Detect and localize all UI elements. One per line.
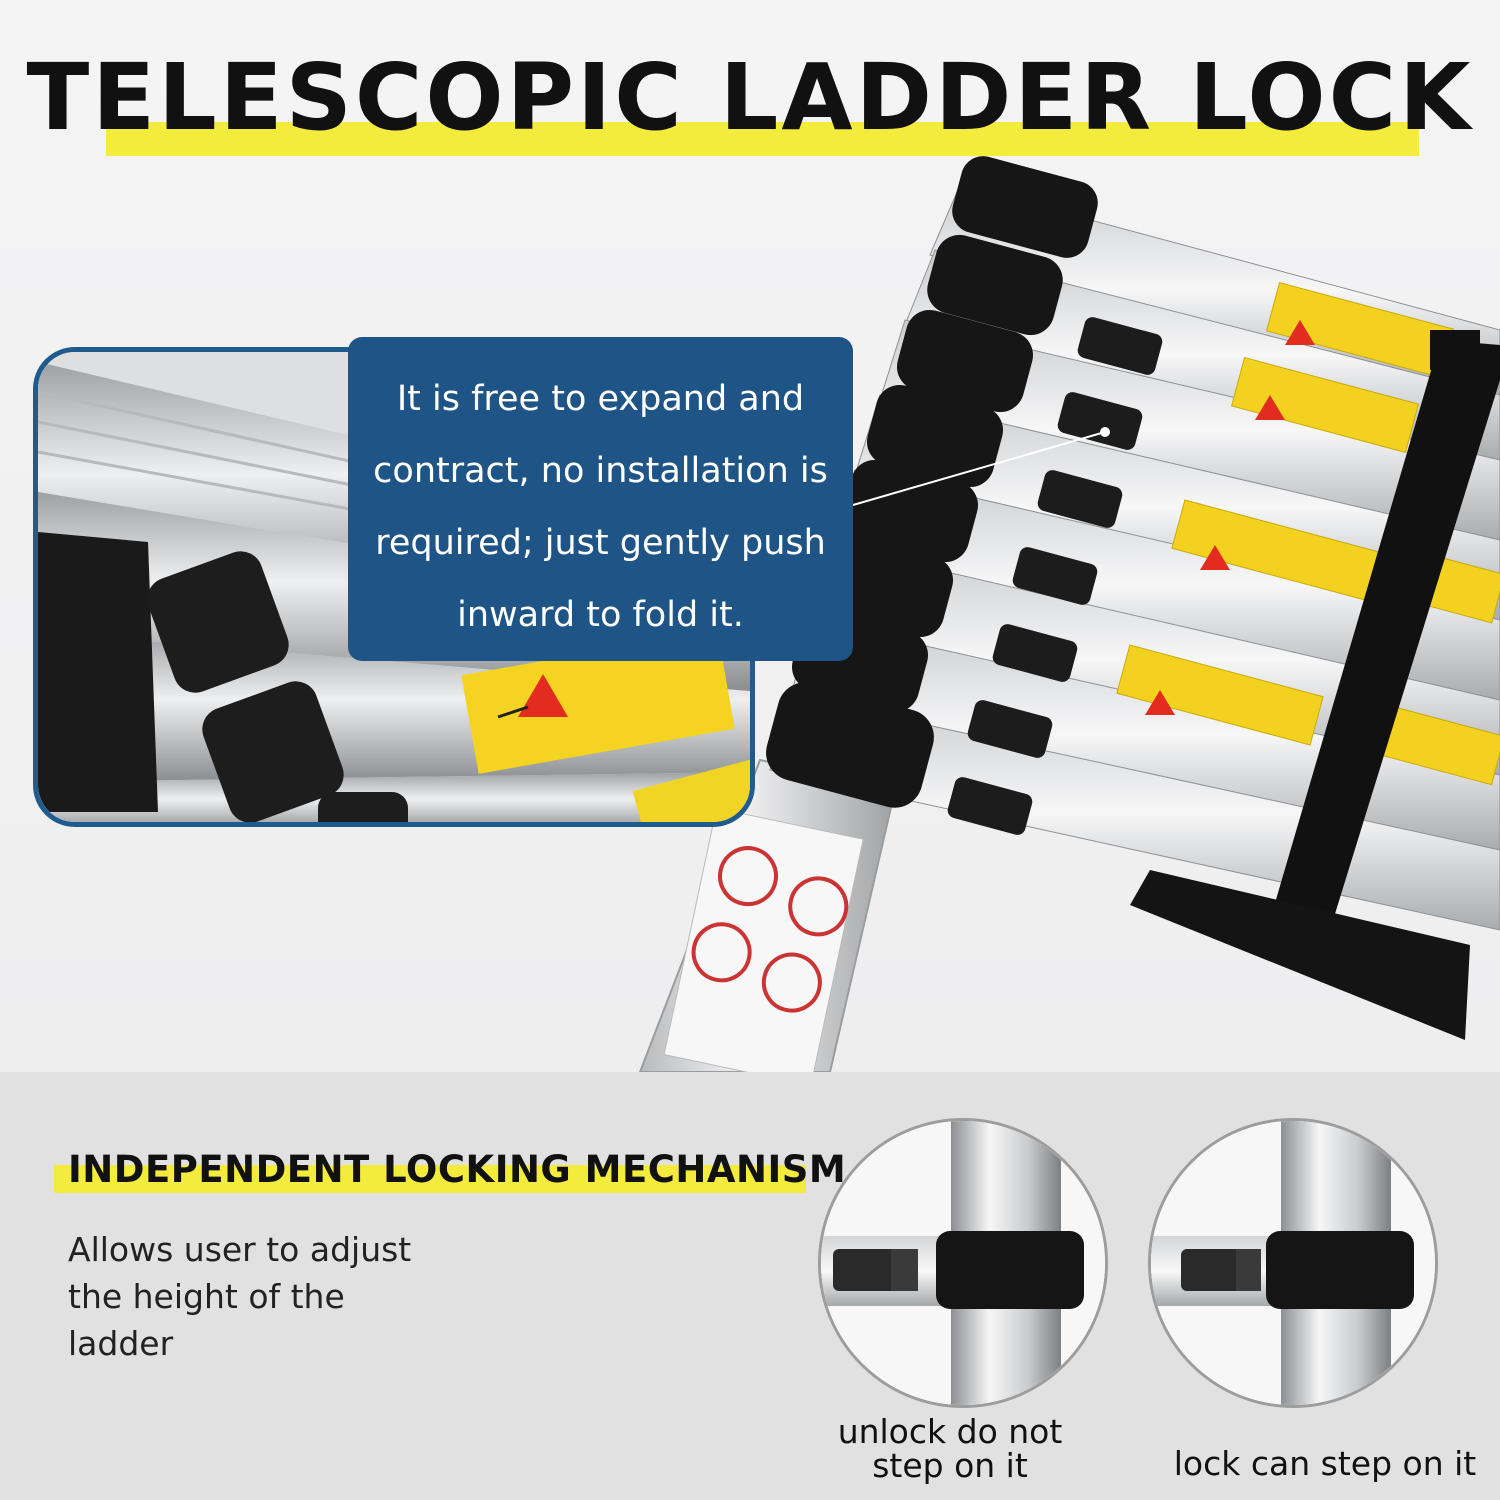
lock-state-image [1148, 1118, 1438, 1408]
feature-description-line-2: the height of the [68, 1277, 345, 1316]
feature-description-line-1: Allows user to adjust [68, 1230, 412, 1269]
callout-line-3: required; just gently push [375, 523, 826, 563]
telescopic-ladder-illustration [638, 156, 1500, 1072]
feature-heading-highlight [54, 1165, 806, 1193]
unlock-caption-line-1: unlock do not [837, 1412, 1063, 1451]
lock-caption-line-1: lock can step on it [1173, 1444, 1477, 1483]
callout-line-4: inward to fold it. [457, 595, 744, 635]
feature-heading: INDEPENDENT LOCKING MECHANISM [68, 1148, 847, 1191]
unlock-caption-line-2: step on it [872, 1446, 1028, 1485]
unlock-caption: unlock do not step on it [820, 1415, 1080, 1483]
title-highlight [106, 122, 1419, 156]
callout-line-2: contract, no installation is [373, 451, 828, 491]
lock-illustration [1151, 1121, 1435, 1405]
feature-description-line-3: ladder [68, 1324, 174, 1363]
unlock-illustration [821, 1121, 1105, 1405]
unlock-state-image [818, 1118, 1108, 1408]
callout-pointer [852, 427, 1110, 506]
callout-line-1: It is free to expand and [396, 379, 805, 419]
lock-caption: lock can step on it [1160, 1447, 1490, 1481]
page-title: TELESCOPIC LADDER LOCK [26, 44, 1474, 151]
feature-description: Allows user to adjust the height of the … [68, 1226, 468, 1367]
product-photo-area: It is free to expand and contract, no in… [0, 0, 1500, 1072]
callout-box: It is free to expand and contract, no in… [348, 337, 853, 661]
